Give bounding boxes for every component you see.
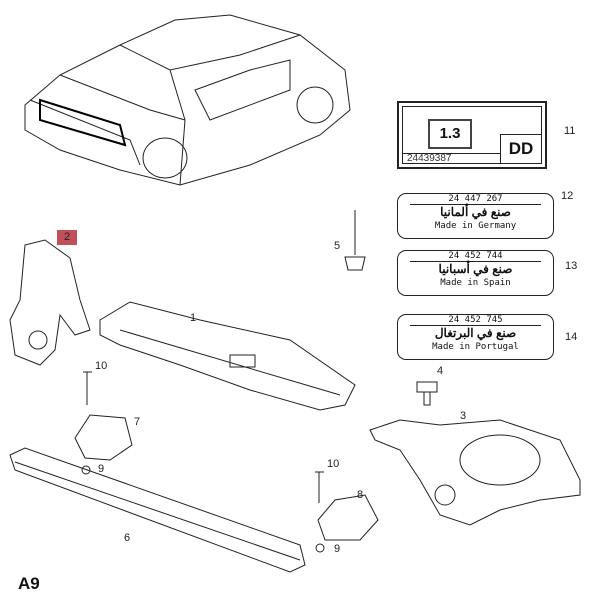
label-part-number: 24 452 744 — [410, 251, 541, 262]
nut-9b — [315, 543, 325, 553]
callout-2-highlight: 2 — [57, 230, 77, 245]
page-code: A9 — [18, 574, 40, 593]
callout-3: 3 — [460, 410, 467, 422]
callout-8: 8 — [357, 489, 364, 501]
engine-code: DD — [500, 134, 541, 163]
label-arabic: صنع في ألمانيا — [440, 205, 511, 219]
bolt-10a — [83, 371, 92, 405]
bolt-4 — [416, 381, 438, 406]
callout-6: 6 — [124, 532, 131, 544]
label-arabic: صنع في أسبانيا — [438, 262, 513, 276]
crossmember-1 — [99, 301, 356, 411]
bolt-10b — [315, 471, 324, 503]
nut-9a — [81, 465, 91, 475]
label-spain: 24 452 744 صنع في أسبانيا Made in Spain — [397, 250, 554, 296]
engine-plate: 1.3 DD 24439387 — [397, 101, 547, 169]
bumper-beam-6 — [9, 447, 306, 573]
callout-11: 11 — [564, 125, 576, 137]
bracket-3 — [369, 419, 581, 526]
callout-13: 13 — [565, 260, 578, 272]
label-arabic: صنع في البرتغال — [434, 326, 517, 340]
callout-10a: 10 — [95, 360, 108, 372]
engine-size: 1.3 — [428, 119, 472, 149]
callout-14: 14 — [565, 331, 578, 343]
callout-12: 12 — [561, 190, 574, 202]
car-illustration — [24, 14, 351, 186]
label-english: Made in Germany — [434, 221, 517, 231]
bracket-2 — [9, 239, 91, 366]
callout-9a: 9 — [98, 463, 105, 475]
callout-7: 7 — [134, 416, 141, 428]
label-part-number: 24 447 267 — [410, 194, 541, 205]
label-part-number: 24 452 745 — [410, 315, 541, 326]
callout-1: 1 — [190, 312, 197, 324]
label-english: Made in Portugal — [432, 342, 519, 352]
callout-5: 5 — [334, 240, 341, 252]
bracket-8 — [317, 494, 379, 541]
callout-4: 4 — [437, 365, 444, 377]
plate-part-number: 24439387 — [403, 153, 501, 164]
callout-9b: 9 — [334, 543, 341, 555]
label-portugal: 24 452 745 صنع في البرتغال Made in Portu… — [397, 314, 554, 360]
label-germany: 24 447 267 صنع في ألمانيا Made in German… — [397, 193, 554, 239]
callout-10b: 10 — [327, 458, 340, 470]
bracket-7 — [74, 414, 133, 461]
label-english: Made in Spain — [440, 278, 511, 288]
rivet-5 — [344, 210, 366, 271]
